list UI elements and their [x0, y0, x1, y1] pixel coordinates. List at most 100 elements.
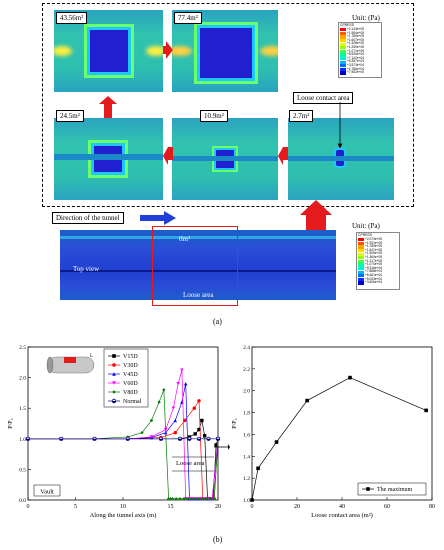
caption-b: (b) [213, 535, 223, 544]
legend-value: +1.789e+05 [365, 244, 383, 249]
legend-value: +1.360e+05 [365, 255, 383, 260]
legend-value: +1.071e+05 [347, 48, 365, 53]
data-point [112, 354, 116, 358]
data-point [193, 432, 197, 436]
x-tick-label: 0 [251, 504, 254, 510]
data-point-half [92, 438, 97, 441]
legend-value: +2.073e+05 [365, 237, 383, 242]
y-tick-label: 1.2 [243, 476, 250, 482]
legend-entry: V15D [123, 354, 138, 360]
y-tick-label: 1.5 [19, 406, 26, 412]
y-tick-label: 1.0 [19, 437, 26, 443]
tunnel-loose-patch [64, 357, 76, 363]
data-point [173, 430, 177, 435]
data-point [214, 443, 218, 447]
legend-top-row: +1.428e+05 [340, 42, 380, 46]
legend-bottom-row: +1.647e+05 [358, 248, 398, 253]
legend-swatch [358, 263, 364, 267]
legend-swatch [358, 270, 364, 274]
data-point-half [126, 438, 130, 441]
legend-swatch [340, 31, 346, 36]
legend-top-row: +7.552e+00 [340, 71, 380, 75]
data-point [204, 497, 209, 501]
legend-swatch [340, 35, 346, 39]
legend-swatch [340, 49, 346, 54]
legend-value: +1.250e+05 [347, 45, 365, 50]
data-point [193, 497, 197, 501]
x-tick-label: 80 [429, 504, 435, 510]
data-point [173, 418, 177, 423]
y-tick-label: 2.0 [19, 376, 26, 382]
data-point-half [178, 438, 182, 441]
legend-value: +1.964e+05 [347, 30, 365, 35]
data-point [176, 382, 180, 386]
data-point [112, 390, 116, 394]
x-axis-label: Along the tunnel axis (m) [90, 512, 157, 519]
legend-value: +5.357e+04 [347, 59, 365, 64]
legend-bottom-row: +1.505e+05 [358, 252, 398, 256]
legend-bottom-row: +1.931e+05 [358, 241, 398, 246]
legend-swatch [340, 46, 346, 50]
x-tick-label: 20 [294, 504, 300, 510]
legend-swatch [358, 241, 364, 246]
red-arrow-up [99, 96, 117, 118]
legend-value: +6.461e+04 [365, 273, 383, 278]
data-point-half [112, 401, 116, 403]
legend-swatch [358, 256, 364, 260]
tunnel-inset-icon: L [46, 354, 95, 374]
y-tick-label: 2.2 [243, 367, 250, 373]
legend-swatch [358, 238, 364, 242]
legend-entry: V30D [123, 363, 138, 369]
panel-label-43: 43.56m² [56, 12, 88, 24]
data-point [189, 497, 194, 501]
loose-contact-label: Loose contact area [293, 92, 354, 104]
legend-swatch [340, 57, 346, 61]
legend-top-row: +1.785e+05 [340, 35, 380, 39]
data-point [170, 497, 175, 501]
unit-label-bottom: Unit: (Pa) [352, 222, 380, 230]
contour-panel-10 [172, 118, 278, 200]
series-line [28, 389, 219, 500]
data-point [200, 418, 204, 423]
legend-bottom-row: +1.074e+05 [358, 263, 398, 267]
data-point [183, 418, 187, 423]
legend-entry: Normal [123, 399, 142, 405]
data-point [201, 497, 205, 501]
legend-value: +7.888e+04 [365, 269, 383, 274]
top-view-label: Top view [73, 265, 100, 273]
y-tick-label: 1.0 [243, 498, 250, 504]
legend-entry: V80D [123, 390, 138, 396]
data-point [166, 497, 171, 501]
data-point [185, 497, 190, 501]
data-point [149, 435, 154, 439]
data-point [348, 375, 352, 380]
legend-swatch [340, 60, 346, 64]
legend-swatch [358, 277, 364, 282]
legend-top-row: +1.964e+05 [340, 30, 380, 36]
legend-value: +3.573e+04 [347, 63, 365, 68]
data-point [112, 381, 116, 385]
vault-label: Vault [40, 489, 54, 496]
data-point [162, 388, 166, 392]
dashed-frame [42, 3, 414, 207]
loose-area-label: Loose area [183, 291, 214, 299]
x-tick-label: 0 [27, 504, 30, 510]
vault-box [33, 484, 61, 497]
data-point-half [26, 438, 30, 441]
data-point [192, 406, 196, 410]
legend-value: +1.505e+05 [365, 251, 383, 256]
legend-top-row: +1.071e+05 [340, 48, 380, 54]
cpress-legend-bottom: CPRESS +2.073e+05+1.931e+05+1.789e+05+1.… [356, 232, 400, 290]
cpress-legend-top: CPRESS +2.143e+05+1.964e+05+1.785e+05+1.… [338, 22, 382, 78]
legend-top-row: +2.143e+05 [340, 27, 380, 32]
data-point [149, 418, 154, 423]
contour-panel-2-7 [288, 118, 394, 200]
legend-top-row: +7.142e+04 [340, 56, 380, 61]
legend-bottom-row: +9.316e+04 [358, 266, 398, 271]
series-normal [25, 436, 221, 441]
data-point-half [59, 438, 63, 441]
legend-swatch [340, 42, 346, 46]
data-point [197, 497, 201, 501]
data-point [250, 498, 254, 502]
